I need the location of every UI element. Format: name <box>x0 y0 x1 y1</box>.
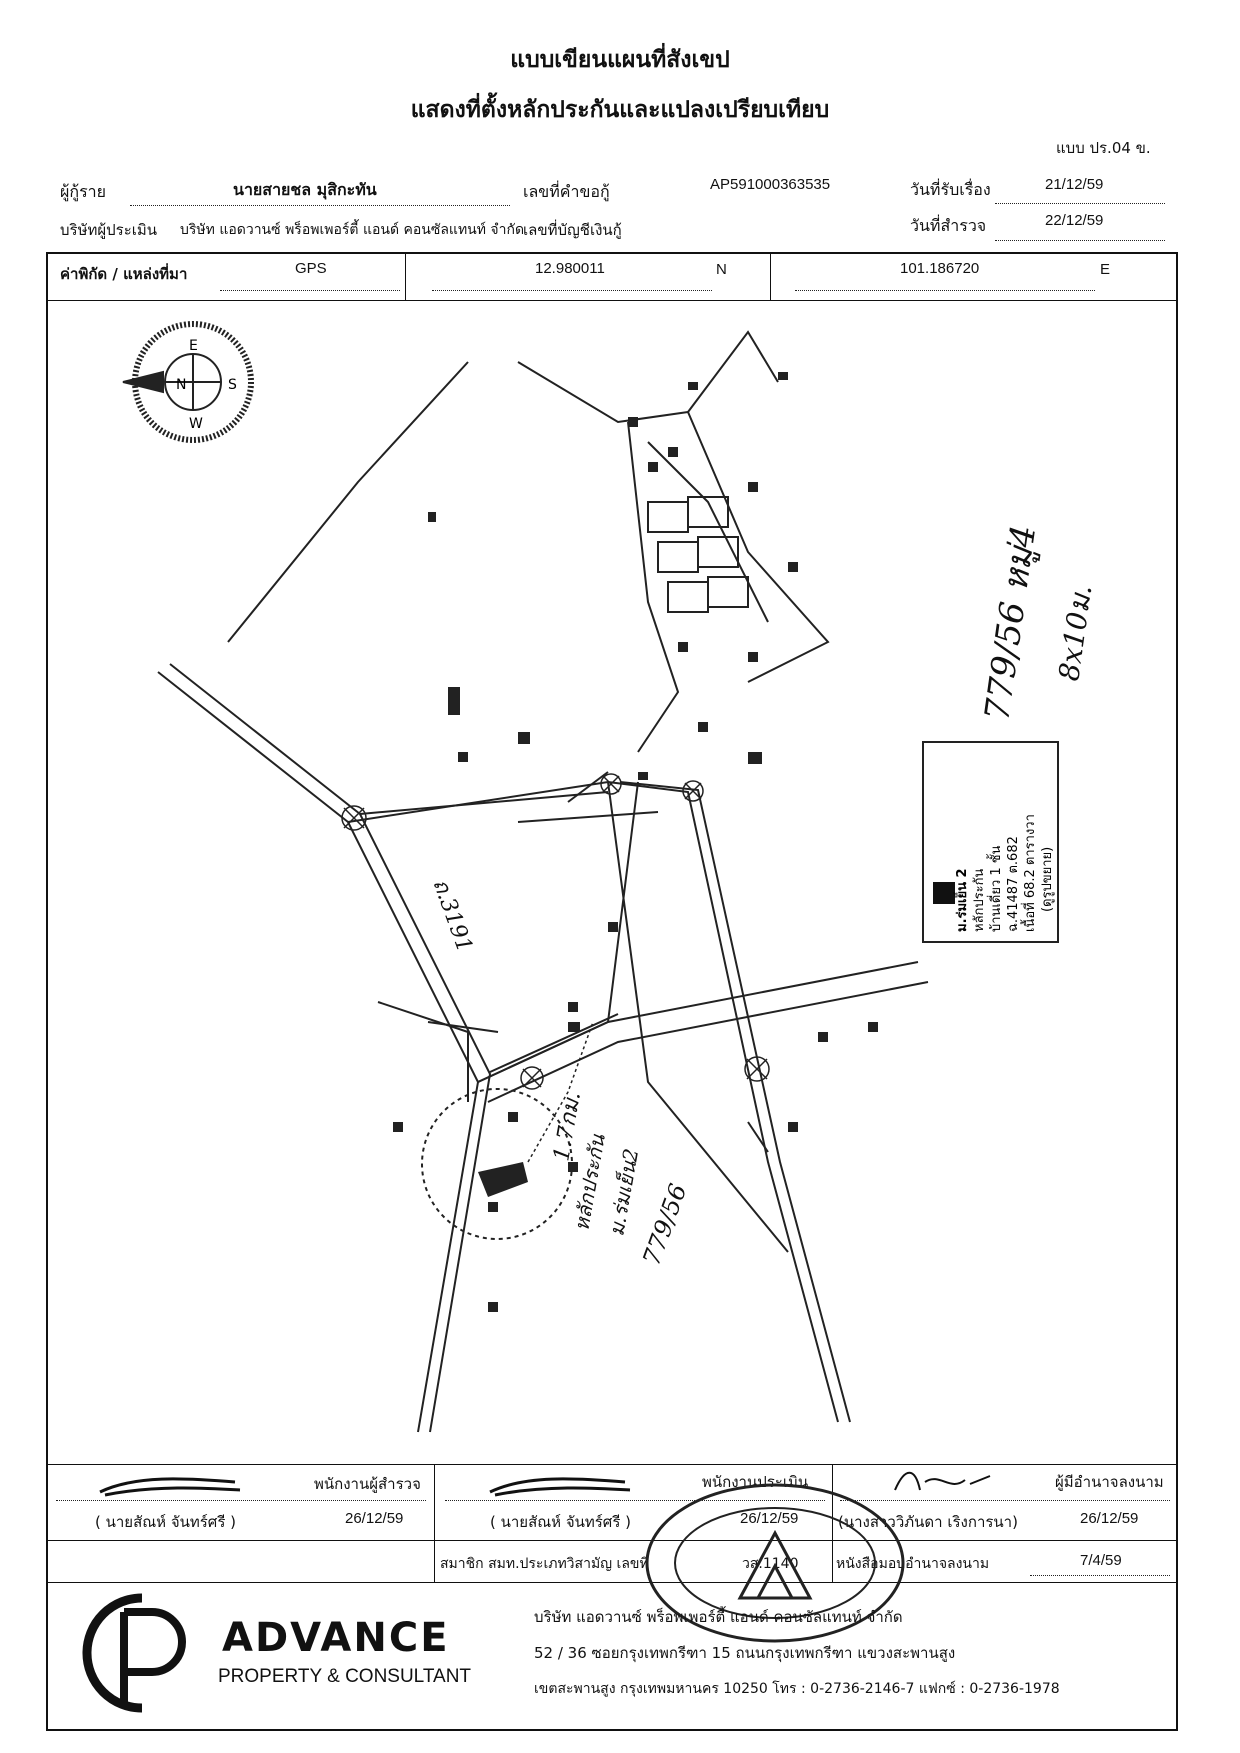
company-logo-sub: PROPERTY & CONSULTANT <box>218 1666 472 1687</box>
form-code: แบบ ปร.04 ข. <box>1056 139 1151 157</box>
compass-n: N <box>176 377 186 393</box>
surveyor-signature <box>99 1477 241 1497</box>
company-logo-main: ADVANCE <box>222 1615 450 1661</box>
signature-top-line <box>46 1464 1176 1465</box>
request-no-label: เลขที่คำขอกู้ <box>523 182 610 201</box>
document-subtitle: แสดงที่ตั้งหลักประกันและแปลงเปรียบเทียบ <box>410 97 830 123</box>
authorized-dotline <box>840 1500 1170 1501</box>
appraiser-company-label: บริษัทผู้ประเมิน <box>60 221 158 239</box>
main-frame <box>46 252 1178 1731</box>
coords-divider-1 <box>405 252 406 300</box>
appraiser-signature <box>489 1477 631 1497</box>
company-address-1: 52 / 36 ซอยกรุงเทพกรีฑา 15 ถนนกรุงเทพกรี… <box>534 1644 956 1662</box>
coords-divider-2 <box>770 252 771 300</box>
legend-collateral-icon <box>933 882 955 904</box>
authorized-title: ผู้มีอำนาจลงนาม <box>1055 1473 1164 1491</box>
handwritten-distance: 1.7กม. <box>549 1090 586 1163</box>
poa-dotline <box>1030 1575 1170 1576</box>
company-address-2: เขตสะพานสูง กรุงเทพมหานคร 10250 โทร : 0-… <box>534 1681 1060 1697</box>
longitude-value: 101.186720 <box>900 260 980 277</box>
legend-project: ม.ร่มเย็น 2 <box>952 868 970 932</box>
signature-divider-2 <box>832 1464 833 1582</box>
document-title: แบบเขียนแผนที่สังเขป <box>510 47 730 73</box>
handwritten-plot-no: 779/56 หมู่4 <box>977 523 1044 724</box>
appraiser-name: ( นายสัณห์ จันทร์ศรี ) <box>490 1513 631 1531</box>
appraiser-date: 26/12/59 <box>740 1510 799 1527</box>
latitude-value: 12.980011 <box>535 260 605 277</box>
signature-mid-line <box>46 1540 1176 1541</box>
signature-divider-1 <box>434 1464 435 1582</box>
company-logo-icon <box>82 1593 186 1713</box>
survey-date-label: วันที่สำรวจ <box>910 216 987 235</box>
lon-dotline <box>795 290 1095 291</box>
authorized-name: (นางสาววิภันดา เริงการนา) <box>838 1513 1018 1531</box>
legend-house-type: บ้านเดี่ยว 1 ชั้น <box>986 845 1004 932</box>
compass-w: W <box>189 416 203 432</box>
surveyor-dotline <box>56 1500 426 1501</box>
legend-title-deed: ฉ.41487 ต.682 <box>1006 836 1021 932</box>
coords-source: GPS <box>295 260 327 277</box>
surveyor-date: 26/12/59 <box>345 1510 404 1527</box>
received-dotline <box>995 203 1165 204</box>
surveyor-name: ( นายสัณห์ จันทร์ศรี ) <box>95 1513 236 1531</box>
legend-box <box>922 741 1059 943</box>
company-name: บริษัท แอดวานซ์ พร็อพเพอร์ตี้ แอนด์ คอนซ… <box>534 1608 903 1626</box>
lat-dotline <box>432 290 712 291</box>
compass-e: E <box>189 338 198 354</box>
received-date: 21/12/59 <box>1045 176 1104 193</box>
coords-row-bottom <box>46 300 1176 301</box>
survey-dotline <box>995 240 1165 241</box>
longitude-direction: E <box>1100 261 1111 278</box>
request-no: AP591000363535 <box>710 176 831 193</box>
received-date-label: วันที่รับเรื่อง <box>910 180 991 199</box>
survey-date: 22/12/59 <box>1045 212 1104 229</box>
borrower-label: ผู้กู้ราย <box>60 182 107 201</box>
handwritten-project: ม.ร่มเย็น2 <box>604 1147 643 1238</box>
surveyor-title: พนักงานผู้สำรวจ <box>314 1475 421 1493</box>
poa-date: 7/4/59 <box>1080 1552 1122 1569</box>
borrower-name: นายสายชล มุสิกะทัน <box>233 180 377 199</box>
location-sketch-map: N E S W ม.ร่มเย็น 2 หลักประกัน บ้านเดี่ย… <box>122 321 1098 1433</box>
legend-collateral: หลักประกัน <box>972 869 987 932</box>
loan-account-label: เลขที่บัญชีเงินกู้ <box>523 221 622 239</box>
member-label: สมาชิก สมท.ประเภทวิสามัญ เลขที่ <box>440 1556 649 1572</box>
handwritten-size: 8x10ม. <box>1052 583 1098 683</box>
compass-s: S <box>228 377 237 393</box>
coords-source-dotline <box>220 290 400 291</box>
company-stamp <box>645 1483 905 1643</box>
signature-bottom-line <box>46 1582 1176 1583</box>
latitude-direction: N <box>716 261 727 278</box>
legend-area: เนื้อที่ 68.2 ตารางวา <box>1020 814 1038 932</box>
authorized-date: 26/12/59 <box>1080 1510 1139 1527</box>
coords-label: ค่าพิกัด / แหล่งที่มา <box>60 265 188 283</box>
appraiser-dotline <box>445 1500 825 1501</box>
appraiser-company: บริษัท แอดวานซ์ พร็อพเพอร์ตี้ แอนด์ คอนซ… <box>180 222 525 238</box>
legend-see-enlarged: (ดูรูปขยาย) <box>1040 847 1055 912</box>
borrower-dotline <box>130 205 510 206</box>
handwritten-road: ถ.3191 <box>427 876 477 956</box>
handwritten-house-no: 779/56 <box>637 1180 692 1269</box>
authorized-signature <box>894 1471 991 1491</box>
